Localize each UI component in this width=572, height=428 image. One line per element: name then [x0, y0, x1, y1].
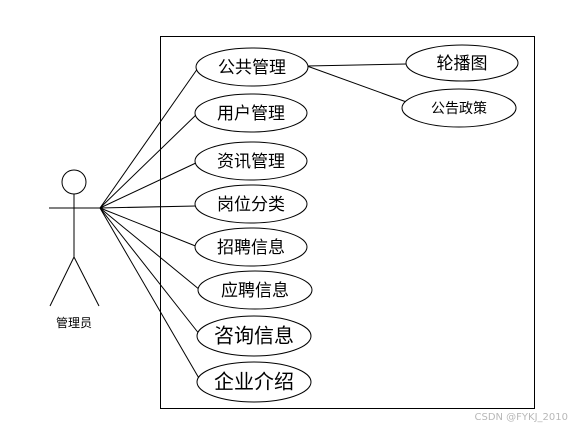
use-case-notice-policy: 公告政策	[401, 88, 517, 128]
use-case-label: 招聘信息	[217, 238, 285, 258]
association-job-category	[99, 205, 197, 209]
use-case-consult-info: 咨询信息	[196, 315, 312, 357]
use-case-label: 轮播图	[437, 54, 488, 74]
association-public-mgmt	[99, 67, 199, 209]
use-case-job-category: 岗位分类	[194, 184, 308, 224]
use-case-apply-info: 应聘信息	[197, 270, 313, 310]
use-case-news-mgmt: 资讯管理	[194, 141, 308, 181]
association-consult-info	[99, 207, 201, 336]
use-case-label: 公告政策	[431, 100, 487, 117]
actor-right-leg	[73, 256, 100, 307]
use-case-company-intro: 企业介绍	[196, 361, 312, 403]
use-case-label: 企业介绍	[214, 370, 294, 394]
association-user-mgmt	[99, 112, 199, 209]
use-case-label: 用户管理	[217, 104, 285, 124]
use-case-label: 咨询信息	[214, 324, 294, 348]
association-notice-policy	[306, 65, 413, 105]
use-case-public-mgmt: 公共管理	[195, 47, 309, 87]
actor-label: 管理员	[56, 315, 92, 330]
use-case-label: 公共管理	[218, 58, 286, 78]
association-carousel	[306, 63, 407, 67]
use-case-user-mgmt: 用户管理	[194, 93, 308, 133]
sub-associations	[306, 63, 413, 105]
system-boundary	[160, 36, 535, 409]
actor-associations	[99, 67, 201, 381]
association-news-mgmt	[99, 161, 199, 209]
actor: 管理员	[49, 169, 100, 330]
actor-head-icon	[61, 169, 87, 195]
use-case-label: 资讯管理	[217, 152, 285, 172]
association-company-intro	[99, 207, 201, 381]
association-apply-info	[99, 207, 201, 291]
watermark: CSDN @FYKJ_2010	[474, 412, 568, 423]
association-recruit-info	[99, 207, 199, 248]
actor-left-leg	[49, 256, 75, 307]
use-case-label: 应聘信息	[221, 281, 289, 301]
use-case-carousel: 轮播图	[405, 44, 519, 82]
use-case-label: 岗位分类	[217, 195, 285, 215]
use-case-recruit-info: 招聘信息	[194, 227, 308, 267]
